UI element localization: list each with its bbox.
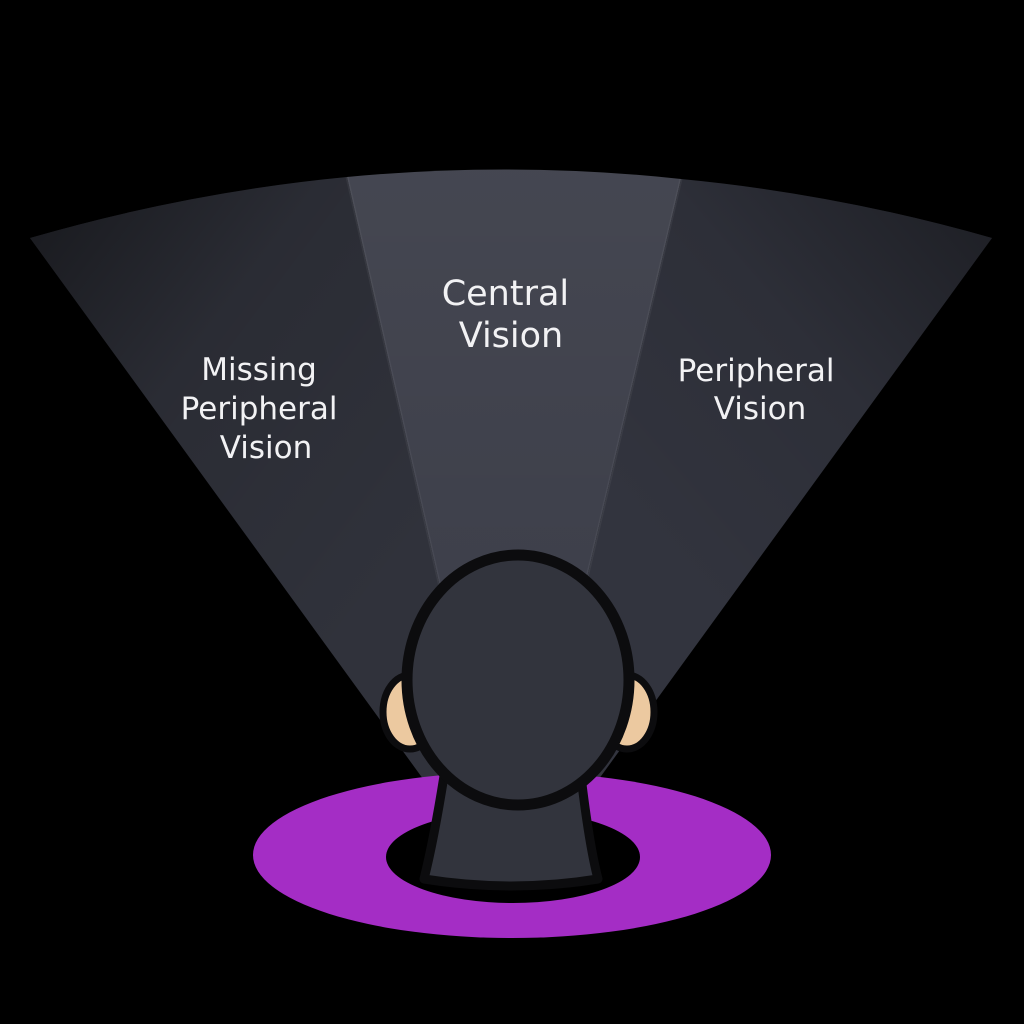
label-peripheral-vision: Peripheral Vision [678, 353, 845, 427]
head [401, 549, 635, 811]
sector-central-shading [347, 169, 681, 900]
label-central-vision: Central Vision [442, 274, 581, 356]
label-missing-peripheral-vision: Missing Peripheral Vision [181, 352, 348, 466]
labels: Missing Peripheral Vision Central Vision… [181, 274, 845, 466]
